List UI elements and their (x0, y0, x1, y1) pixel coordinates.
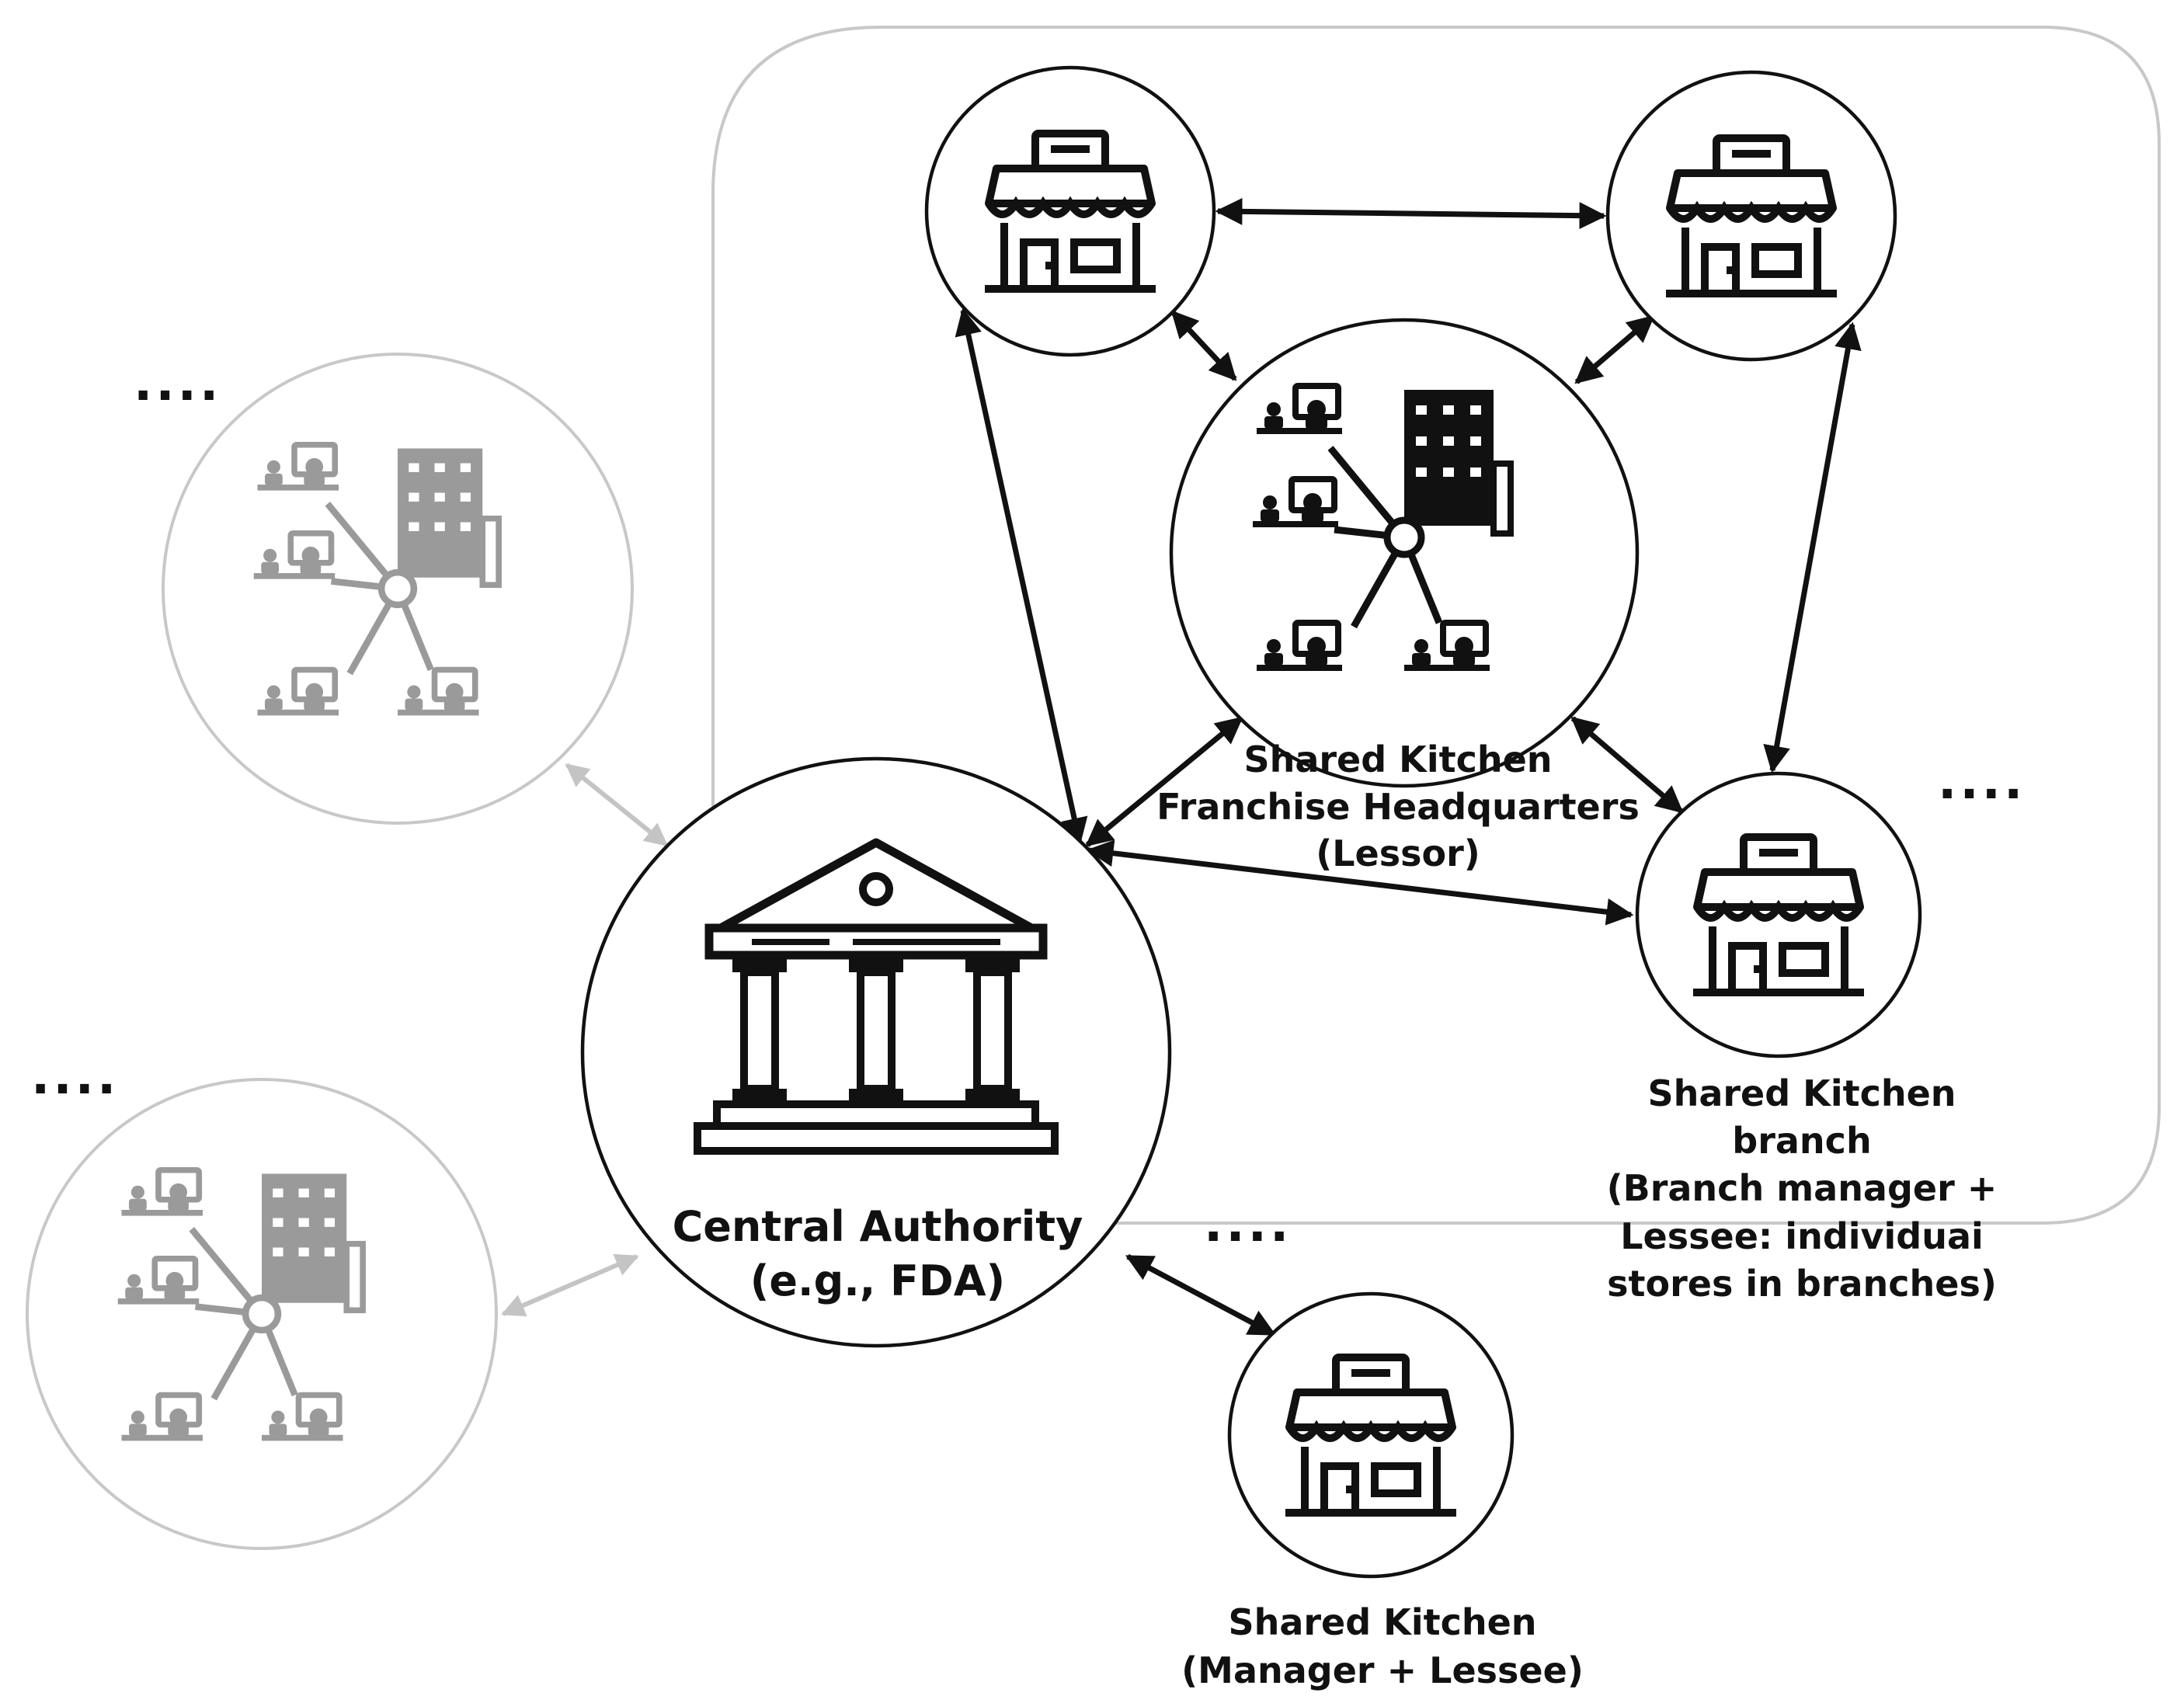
label-franchise-headquarters: Shared Kitchen Franchise Headquarters (L… (1156, 739, 1640, 875)
ellipsis-right: .... (1938, 753, 2026, 811)
node-store-top-right (1605, 70, 1897, 362)
arrow-hq-to-branch (1570, 716, 1684, 814)
diagram-nodes (26, 65, 1922, 1579)
node-standalone (1227, 1291, 1515, 1579)
node-headquarters (1169, 318, 1640, 788)
label-branch: Shared Kitchen branch (Branch manager + … (1606, 1072, 1998, 1305)
arrow-store-tl-to-store-tr (1215, 197, 1607, 230)
node-branch (1635, 771, 1922, 1058)
node-central (580, 756, 1172, 1348)
arrow-store-tl-to-central (955, 308, 1088, 846)
arrow-central-to-branch (1086, 839, 1634, 926)
franchise-group-container (711, 26, 2161, 1225)
node-circle (1605, 70, 1897, 362)
arrow-central-to-standalone (1125, 1253, 1277, 1337)
node-other-hq-top (162, 353, 634, 825)
arrow-other-hq-bottom-to-central (501, 1253, 639, 1317)
ellipsis-top-left: .... (134, 355, 222, 412)
relationship-arrows (501, 197, 1862, 1337)
ellipsis-bottom: .... (1204, 1196, 1292, 1253)
label-standalone-kitchen: Shared Kitchen (Manager + Lessee) (1181, 1601, 1584, 1692)
node-store-top-left (924, 65, 1216, 357)
arrow-other-hq-top-to-central (565, 763, 669, 847)
node-other-hq-bottom (26, 1078, 498, 1550)
node-circle (580, 756, 1172, 1348)
node-circle (1227, 1291, 1515, 1579)
arrow-store-tr-to-branch (1763, 321, 1862, 773)
ellipsis-mid-left: .... (31, 1048, 120, 1106)
arrow-hq-to-central (1085, 716, 1243, 847)
node-circle (1635, 771, 1922, 1058)
arrow-store-tr-to-hq (1574, 315, 1655, 384)
label-central-authority: Central Authority (e.g., FDA) (672, 1202, 1083, 1306)
arrow-store-tl-to-hq (1170, 310, 1237, 381)
node-circle (924, 65, 1216, 357)
